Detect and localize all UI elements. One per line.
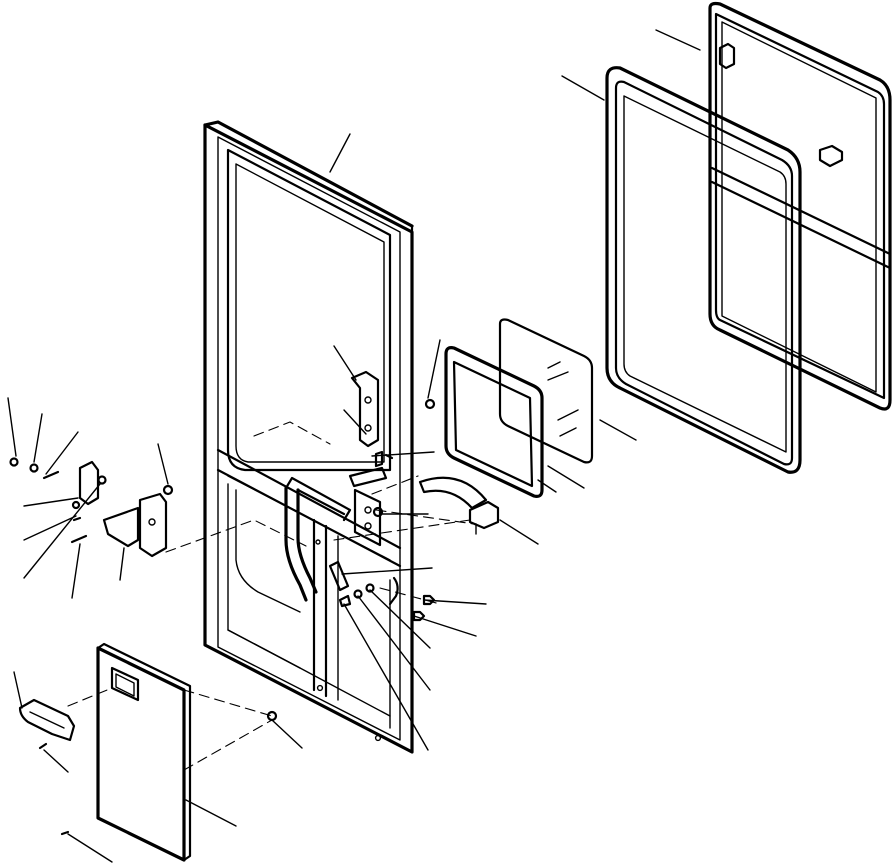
callout-leader-lines	[7, 29, 701, 863]
curved-guide-rail	[418, 476, 488, 510]
lower-lever	[328, 560, 350, 592]
window-seal-frame	[605, 66, 802, 474]
loose-screws	[38, 710, 278, 836]
fastener-set-upper	[372, 398, 436, 518]
outer-door-handle	[18, 698, 76, 742]
lock-plate	[353, 488, 382, 547]
lock-lever	[348, 466, 388, 488]
inner-pull-handle	[284, 476, 352, 602]
upper-window-opening	[226, 148, 392, 472]
hinge-assembly	[9, 457, 174, 558]
lower-cover-panel	[96, 642, 192, 862]
door-middle-rail	[216, 448, 402, 568]
door-lower-section	[227, 483, 391, 742]
small-window-seal	[444, 346, 544, 498]
striker-bracket	[350, 370, 380, 448]
small-window-glass	[498, 318, 594, 464]
assembly-lines	[67, 421, 475, 771]
door-frame	[203, 120, 414, 754]
guide-knob	[468, 500, 500, 535]
